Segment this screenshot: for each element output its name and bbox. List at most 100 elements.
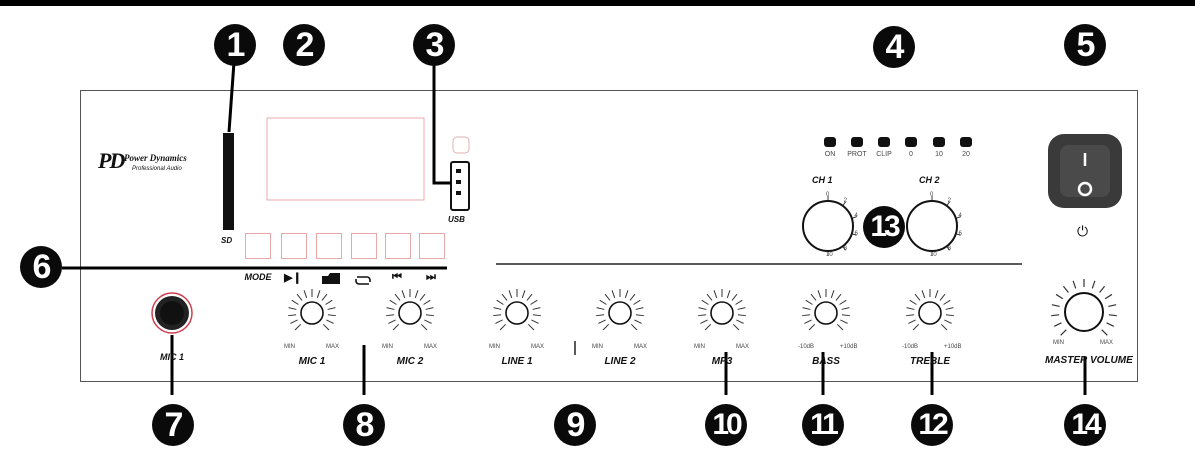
knob-max-treble: +10dB	[944, 344, 962, 350]
brand-name: Power Dynamics	[124, 153, 187, 163]
knob-max-line2: MAX	[634, 344, 648, 350]
knob-max-mic1: MAX	[326, 344, 340, 350]
mic-jack-label: MIC 1	[160, 352, 185, 362]
folder-icon	[322, 273, 340, 284]
knob-min-treble: -10dB	[902, 344, 919, 350]
power-icon: ⏻	[1077, 224, 1089, 240]
knob-label-line2: LINE 2	[604, 356, 636, 367]
callout-7: 7	[152, 404, 194, 446]
callout-13: 13	[863, 206, 905, 248]
callout-4: 4	[873, 26, 915, 68]
next-button[interactable]	[419, 233, 445, 259]
knob-label-bass: BASS	[812, 356, 840, 367]
play-pause-button[interactable]	[281, 233, 307, 259]
knob-min-line1: MIN	[489, 344, 500, 350]
callout-14: 14	[1064, 404, 1106, 446]
ch1-scale-6: 6	[854, 231, 858, 238]
ir-sensor	[452, 136, 470, 154]
knob-max-line1: MAX	[531, 344, 545, 350]
led-label-20: 20	[962, 151, 970, 158]
led-label-prot: PROT	[847, 151, 867, 158]
mode-label: MODE	[244, 272, 272, 282]
callout-8: 8	[343, 404, 385, 446]
ch1-scale-4: 4	[854, 212, 858, 219]
led-label-0: 0	[909, 151, 913, 158]
callout-1: 1	[214, 24, 256, 66]
callout-3: 3	[413, 24, 455, 66]
callout-2: 2	[283, 24, 325, 66]
repeat-icon	[355, 276, 371, 285]
ch2-scale-0: 0	[930, 192, 934, 198]
ch1-knob	[802, 196, 857, 256]
ch2-scale-10: 10	[930, 252, 937, 258]
led-10	[933, 137, 945, 147]
led-clip	[878, 137, 890, 147]
led-prot	[851, 137, 863, 147]
knob-label-treble: TREBLE	[910, 356, 950, 367]
ch2-label: CH 2	[919, 175, 940, 185]
led-label-clip: CLIP	[876, 151, 892, 158]
ch2-scale-4: 4	[958, 212, 962, 219]
previous-icon: ⏮	[392, 271, 402, 283]
ch2-scale-6: 6	[958, 231, 962, 238]
knob-label-mic2: MIC 2	[396, 356, 424, 367]
repeat-button[interactable]	[351, 233, 377, 259]
usb-label: USB	[448, 215, 465, 224]
knob-line1	[493, 289, 541, 331]
knob-mp3	[698, 289, 746, 331]
brand-tagline: Professional Audio	[132, 166, 182, 172]
display-window	[266, 117, 425, 201]
sd-card-slot	[223, 133, 234, 230]
ch1-scale-8: 8	[843, 246, 847, 253]
ch2-scale-8: 8	[947, 246, 951, 253]
next-icon: ⏭	[426, 271, 436, 283]
led-0	[905, 137, 917, 147]
led-20	[960, 137, 972, 147]
leader-lines	[62, 61, 1087, 395]
knob-min-mic1: MIN	[284, 344, 295, 350]
knob-label-line1: LINE 1	[501, 356, 533, 367]
knob-max-bass: +10dB	[840, 344, 858, 350]
callout-10: 10	[705, 404, 747, 446]
top-border	[0, 0, 1195, 6]
ch1-label: CH 1	[812, 175, 833, 185]
led-label-on: ON	[824, 151, 836, 158]
knob-min-mp3: MIN	[694, 344, 705, 350]
knob-mic2	[386, 289, 434, 331]
sd-label: SD	[221, 236, 233, 245]
knob-master-volume	[1051, 279, 1117, 336]
ch2-scale-2: 2	[947, 197, 951, 204]
usb-port	[450, 161, 470, 211]
callout-11: 11	[802, 404, 844, 446]
ch1-scale-0: 0	[826, 192, 830, 198]
knob-treble	[906, 289, 954, 331]
knob-min-mic2: MIN	[382, 344, 393, 350]
play-pause-icon: ▶❙	[284, 272, 302, 284]
ch2-knob	[906, 196, 961, 256]
knob-label-mic1: MIC 1	[298, 356, 326, 367]
knob-line2	[596, 289, 644, 331]
knob-bass	[802, 289, 850, 331]
ch1-scale-10: 10	[826, 252, 833, 258]
knob-min-bass: -10dB	[798, 344, 815, 350]
brand-logo-mark: PD	[98, 148, 125, 173]
master-max: MAX	[1100, 340, 1114, 346]
knob-max-mp3: MAX	[736, 344, 750, 350]
ch1-scale-2: 2	[843, 197, 847, 204]
knob-label-mp3: MP3	[711, 356, 733, 367]
master-min: MIN	[1053, 340, 1064, 346]
folder-button[interactable]	[316, 233, 342, 259]
knob-mic1	[288, 289, 336, 331]
front-panel	[80, 90, 1138, 382]
master-volume-label: MASTER VOLUME	[1045, 355, 1133, 366]
mode-button[interactable]	[245, 233, 271, 259]
callout-6: 6	[20, 246, 62, 288]
knob-max-mic2: MAX	[424, 344, 438, 350]
callout-9: 9	[554, 404, 596, 446]
previous-button[interactable]	[385, 233, 411, 259]
knob-min-line2: MIN	[592, 344, 603, 350]
led-on	[824, 137, 836, 147]
callout-5: 5	[1064, 24, 1106, 66]
led-label-10: 10	[935, 151, 943, 158]
